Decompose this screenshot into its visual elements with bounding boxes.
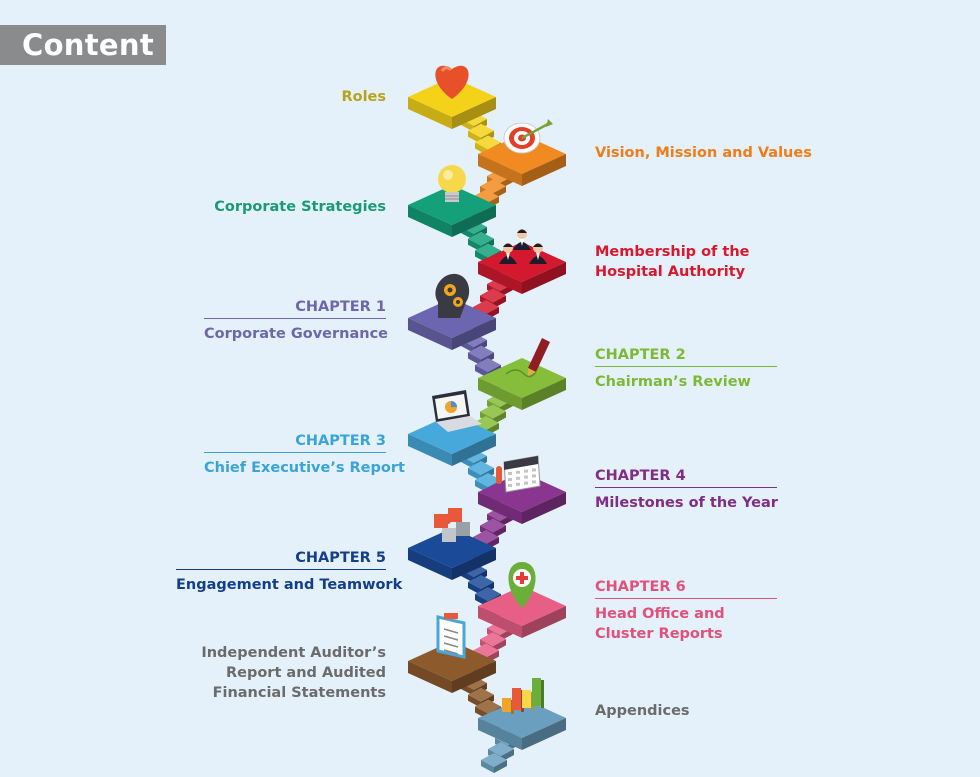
stair-step-front xyxy=(468,130,481,144)
section-title-line: Roles xyxy=(341,89,386,105)
chapter-number: CHAPTER 6 xyxy=(595,577,777,599)
landing-side-right xyxy=(522,154,566,186)
stair-step-side xyxy=(493,295,506,309)
target-icon xyxy=(503,119,553,154)
toc-item-corporate-strategies[interactable]: Corporate Strategies xyxy=(214,197,386,217)
section-title-line: Cluster Reports xyxy=(595,626,723,642)
stair-step-side xyxy=(493,525,506,539)
section-title-line: Head Office and xyxy=(595,606,725,622)
landing-side-right xyxy=(452,434,496,466)
landing-side-right xyxy=(522,378,566,410)
toc-item-chapter-3[interactable]: CHAPTER 3 Chief Executive’s Report xyxy=(204,431,405,478)
section-title-line: Corporate Governance xyxy=(204,326,389,342)
landing-side-right xyxy=(522,492,566,524)
landing-side-right xyxy=(522,606,566,638)
stair-step-front xyxy=(468,582,481,595)
section-title-line: Financial Statements xyxy=(212,685,386,701)
chapter-number: CHAPTER 4 xyxy=(595,466,777,488)
brain-gears-icon xyxy=(435,273,470,318)
landing-side-right xyxy=(522,718,566,750)
location-pin-icon xyxy=(508,562,536,608)
landing-side-left xyxy=(478,718,522,750)
chapter-number: CHAPTER 2 xyxy=(595,345,777,367)
chapter-number: CHAPTER 1 xyxy=(204,297,386,319)
section-title-line: Independent Auditor’s xyxy=(201,645,386,661)
toc-item-roles[interactable]: Roles xyxy=(341,87,386,107)
section-title-line: Membership of the xyxy=(595,244,750,260)
meeting-people-icon xyxy=(499,229,547,264)
section-title-line: Vision, Mission and Values xyxy=(595,145,812,161)
section-title-line: Hospital Authority xyxy=(595,264,746,280)
landing-side-left xyxy=(408,661,452,693)
stair-step-side xyxy=(493,639,506,653)
landing-side-left xyxy=(408,318,452,350)
landing-side-left xyxy=(478,154,522,186)
bar-chart-icon xyxy=(502,678,544,714)
landing-side-right xyxy=(452,205,496,237)
landing-side-left xyxy=(478,262,522,294)
landing-side-right xyxy=(452,548,496,580)
toc-item-vision[interactable]: Vision, Mission and Values xyxy=(595,143,812,163)
landing-side-left xyxy=(478,492,522,524)
stair-step-front xyxy=(475,365,488,378)
landing-side-right xyxy=(452,318,496,350)
landing-side-right xyxy=(452,661,496,693)
toc-item-appendices[interactable]: Appendices xyxy=(595,701,690,721)
chapter-number: CHAPTER 3 xyxy=(204,431,386,453)
landing-side-left xyxy=(408,97,452,129)
landing-side-left xyxy=(478,606,522,638)
stair-step-side xyxy=(494,760,507,773)
stair-step-front xyxy=(468,352,481,366)
section-title-line: Appendices xyxy=(595,703,690,719)
pen-signature-icon xyxy=(505,338,550,378)
lightbulb-icon xyxy=(438,165,466,202)
section-title-line: Corporate Strategies xyxy=(214,199,386,215)
landing-side-right xyxy=(452,97,496,129)
page-title: Content xyxy=(0,25,166,65)
stair-step-side xyxy=(493,411,506,425)
section-title-line: Engagement and Teamwork xyxy=(176,577,403,593)
toc-item-chapter-2[interactable]: CHAPTER 2 Chairman’s Review xyxy=(595,345,777,392)
section-title-line: Milestones of the Year xyxy=(595,495,778,511)
stair-step-front xyxy=(468,694,481,708)
stair-step-front xyxy=(468,468,481,481)
toc-item-chapter-1[interactable]: CHAPTER 1 Corporate Governance xyxy=(204,297,389,344)
landing-side-right xyxy=(522,262,566,294)
chapter-number: CHAPTER 5 xyxy=(176,548,386,570)
section-title-line: Chairman’s Review xyxy=(595,374,751,390)
calendar-icon xyxy=(496,455,541,493)
stair-step-front xyxy=(481,760,494,773)
section-title-line: Report and Audited xyxy=(225,665,386,681)
section-title-line: Chief Executive’s Report xyxy=(204,460,405,476)
landing-side-left xyxy=(408,205,452,237)
notepad-icon xyxy=(436,613,466,659)
laptop-chart-icon xyxy=(432,390,482,432)
heart-icon xyxy=(435,65,469,99)
landing-side-left xyxy=(408,548,452,580)
landing-side-left xyxy=(478,378,522,410)
toc-item-chapter-4[interactable]: CHAPTER 4 Milestones of the Year xyxy=(595,466,778,513)
puzzle-icon xyxy=(434,508,470,542)
stair-step-front xyxy=(468,238,481,252)
landing-side-left xyxy=(408,434,452,466)
toc-item-chapter-5[interactable]: CHAPTER 5 Engagement and Teamwork xyxy=(176,548,403,595)
